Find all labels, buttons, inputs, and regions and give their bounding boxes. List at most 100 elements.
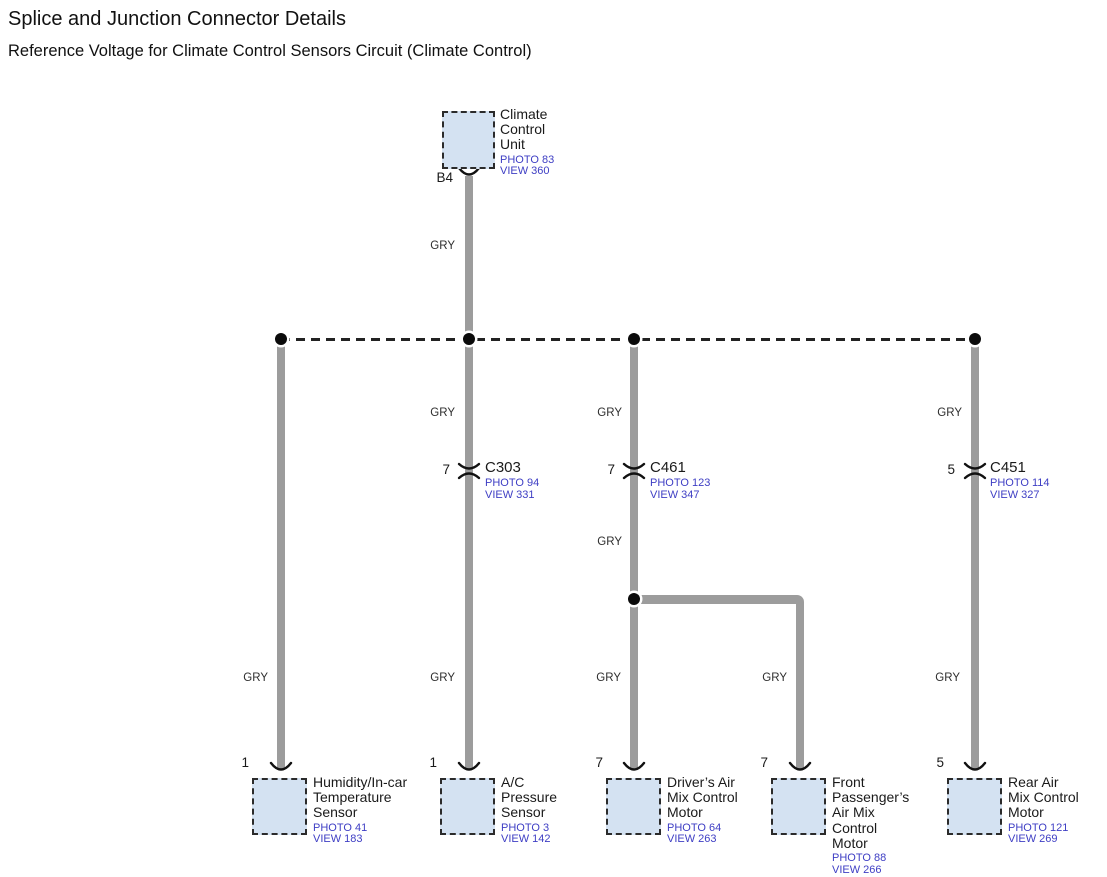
wire-color-label: GRY — [762, 672, 787, 684]
photo-reference: PHOTO 114 — [990, 477, 1050, 489]
terminal-arc-icon — [269, 761, 293, 771]
splice-dot-1 — [275, 333, 287, 345]
component-pin: 7 — [595, 755, 603, 770]
component-label-line: Driver’s Air — [667, 774, 735, 790]
terminal-arc-icon — [622, 761, 646, 771]
component-label-line: Motor — [1008, 804, 1044, 821]
climate-control-unit-box — [442, 111, 495, 169]
connector-c451-label: C451 PHOTO 114 VIEW 327 — [990, 460, 1050, 501]
wire-color-label: GRY — [596, 672, 621, 684]
page-subtitle: Reference Voltage for Climate Control Se… — [8, 42, 532, 60]
climate-control-unit-label: Climate Control Unit PHOTO 83 VIEW 360 — [500, 106, 554, 178]
component-label-line: A/C — [501, 774, 525, 790]
splice-dot-2 — [463, 333, 475, 345]
component-label-line: Front — [832, 774, 865, 790]
front-passengers-air-mix-control-motor-box — [771, 778, 826, 835]
wire-rear-air-mix-motor — [971, 340, 979, 770]
component-label-line: Rear Air — [1008, 774, 1059, 790]
photo-reference: PHOTO 94 — [485, 477, 540, 489]
component-reference: PHOTO 121 VIEW 269 — [1008, 821, 1079, 846]
view-reference: VIEW 183 — [313, 833, 363, 846]
drivers-air-mix-control-motor-label: Driver’s Air Mix Control Motor PHOTO 64 … — [667, 774, 738, 846]
wire-color-label: GRY — [597, 407, 622, 419]
connector-reference: PHOTO 114 VIEW 327 — [990, 477, 1050, 501]
terminal-arc-icon — [457, 761, 481, 771]
component-label-line: Pressure — [501, 789, 558, 806]
connector-reference: PHOTO 123 VIEW 347 — [650, 477, 711, 501]
front-passengers-air-mix-control-motor-label: Front Passenger’s Air Mix Control Motor … — [832, 774, 910, 876]
connector-c461-pin: 7 — [607, 462, 615, 477]
component-label-line: Control — [832, 819, 878, 836]
photo-reference: PHOTO 41 — [313, 821, 368, 834]
component-pin: 5 — [936, 755, 944, 770]
component-reference: PHOTO 3 VIEW 142 — [501, 821, 557, 846]
wire-color-label: GRY — [243, 672, 268, 684]
connector-name: C303 — [485, 459, 521, 476]
wire-drivers-air-mix-motor — [630, 340, 638, 770]
component-label-line: Air Mix — [832, 804, 875, 821]
splice-dot-4 — [969, 333, 981, 345]
wire-color-label: GRY — [597, 536, 622, 548]
wire-front-passenger-air-mix-motor — [796, 603, 804, 770]
component-label-line: Sensor — [313, 804, 358, 821]
component-label-line: Mix Control — [667, 789, 738, 806]
humidity-in-car-temperature-sensor-label: Humidity/In-car Temperature Sensor PHOTO… — [313, 774, 408, 846]
ac-pressure-sensor-label: A/C Pressure Sensor PHOTO 3 VIEW 142 — [501, 774, 558, 846]
humidity-in-car-temperature-sensor-box — [252, 778, 307, 835]
wire-branch-horizontal — [630, 595, 804, 604]
view-reference: VIEW 263 — [667, 833, 717, 846]
rear-air-mix-control-motor-box — [947, 778, 1002, 835]
pin-label-b4: B4 — [436, 170, 453, 185]
component-label-line: Motor — [667, 804, 703, 821]
unit-label-line: Unit — [500, 136, 525, 153]
component-reference: PHOTO 41 VIEW 183 — [313, 821, 407, 846]
unit-label-line: Climate — [500, 106, 548, 122]
photo-reference: PHOTO 64 — [667, 821, 722, 834]
splice-dot-3 — [628, 333, 640, 345]
terminal-arc-icon — [963, 761, 987, 771]
component-reference: PHOTO 88 VIEW 266 — [832, 853, 909, 876]
photo-reference: PHOTO 3 — [501, 821, 550, 834]
unit-reference: PHOTO 83 VIEW 360 — [500, 154, 554, 178]
wire-color-label: GRY — [430, 407, 455, 419]
view-reference: VIEW 360 — [500, 165, 550, 178]
wire-humidity-sensor — [277, 340, 285, 770]
terminal-arc-icon — [788, 761, 812, 771]
inline-connector-icon — [622, 462, 646, 480]
view-reference: VIEW 269 — [1008, 833, 1058, 846]
component-label-line: Humidity/In-car — [313, 774, 408, 790]
wire-color-label: GRY — [430, 672, 455, 684]
wire-color-label: GRY — [430, 240, 455, 252]
photo-reference: PHOTO 88 — [832, 852, 887, 865]
terminal-arc-icon — [457, 166, 481, 176]
component-pin: 1 — [429, 755, 437, 770]
unit-label-line: Control — [500, 121, 546, 138]
component-label-line: Passenger’s — [832, 789, 910, 806]
inline-connector-icon — [457, 462, 481, 480]
component-label-line: Mix Control — [1008, 789, 1079, 806]
drivers-air-mix-control-motor-box — [606, 778, 661, 835]
branch-junction-dot — [628, 593, 640, 605]
wire-color-label: GRY — [937, 407, 962, 419]
photo-reference: PHOTO 123 — [650, 477, 711, 489]
component-label-line: Sensor — [501, 804, 546, 821]
component-reference: PHOTO 64 VIEW 263 — [667, 821, 738, 846]
connector-c303-label: C303 PHOTO 94 VIEW 331 — [485, 460, 539, 501]
rear-air-mix-control-motor-label: Rear Air Mix Control Motor PHOTO 121 VIE… — [1008, 774, 1079, 846]
connector-reference: PHOTO 94 VIEW 331 — [485, 477, 540, 501]
view-reference: VIEW 327 — [990, 488, 1040, 501]
view-reference: VIEW 331 — [485, 488, 535, 501]
connector-name: C461 — [650, 459, 686, 476]
connector-name: C451 — [990, 459, 1026, 476]
view-reference: VIEW 266 — [832, 863, 882, 876]
connector-c461-label: C461 PHOTO 123 VIEW 347 — [650, 460, 710, 501]
ac-pressure-sensor-box — [440, 778, 495, 835]
view-reference: VIEW 347 — [650, 488, 700, 501]
inline-connector-icon — [963, 462, 987, 480]
connector-c303-pin: 7 — [442, 462, 450, 477]
photo-reference: PHOTO 121 — [1008, 821, 1069, 834]
component-label-line: Motor — [832, 834, 868, 851]
component-label-line: Temperature — [313, 789, 392, 806]
wire-color-label: GRY — [935, 672, 960, 684]
